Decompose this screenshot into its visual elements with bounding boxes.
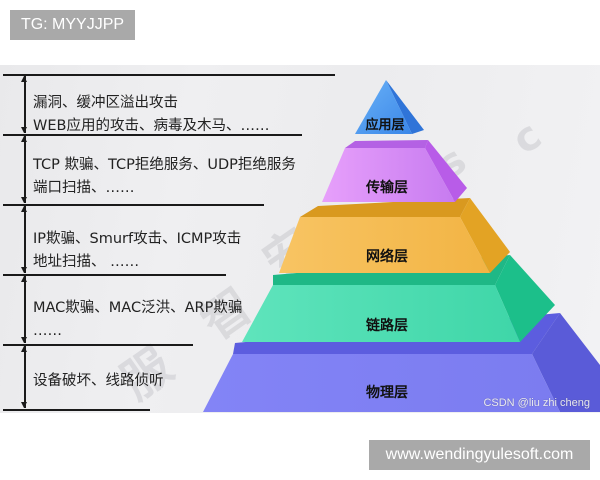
divider-line — [3, 344, 193, 346]
threat-line: 地址扫描、 …… — [33, 254, 140, 270]
double-arrow-icon — [21, 136, 27, 203]
divider-line — [3, 74, 335, 76]
layer-label-network: 网络层 — [366, 249, 408, 265]
threat-line: MAC欺骗、MAC泛洪、ARP欺骗 — [33, 300, 243, 316]
layer-application — [355, 80, 424, 134]
layer-network — [279, 198, 510, 273]
threat-line: 端口扫描、…… — [33, 180, 135, 196]
layer-transport — [322, 140, 467, 202]
tg-tag-overlay: TG: MYYJJPP — [10, 10, 135, 40]
layer-label-link: 链路层 — [366, 318, 408, 334]
layer-label-application: 应用层 — [365, 118, 405, 133]
double-arrow-icon — [21, 346, 27, 408]
divider-line — [3, 134, 302, 136]
divider-line — [3, 204, 264, 206]
website-tag-overlay: www.wendingyulesoft.com — [369, 440, 590, 470]
threats-link-layer: MAC欺骗、MAC泛洪、ARP欺骗 …… — [33, 297, 242, 343]
csdn-credit-watermark: CSDN @liu zhi cheng — [483, 397, 590, 409]
divider-line — [3, 409, 150, 411]
layer-label-transport: 传输层 — [366, 180, 408, 196]
osi-security-pyramid-figure: 智 安 服 s c 漏洞、缓冲区溢出攻击 WEB应用的攻击、病毒及木马、…… T… — [0, 65, 600, 413]
layer-label-physical: 物理层 — [366, 385, 408, 401]
divider-line — [3, 274, 226, 276]
threats-network-layer: IP欺骗、Smurf攻击、ICMP攻击 地址扫描、 …… — [33, 228, 241, 274]
threat-line: 设备破坏、线路侦听 — [33, 373, 164, 389]
threat-line: 漏洞、缓冲区溢出攻击 — [33, 95, 178, 111]
threats-application-layer: 漏洞、缓冲区溢出攻击 WEB应用的攻击、病毒及木马、…… — [33, 92, 269, 138]
double-arrow-icon — [21, 276, 27, 343]
threat-line: TCP 欺骗、TCP拒绝服务、UDP拒绝服务 — [33, 157, 296, 173]
double-arrow-icon — [21, 76, 27, 133]
layer-physical — [203, 313, 600, 412]
pyramid-graphic — [203, 80, 600, 412]
threat-line: IP欺骗、Smurf攻击、ICMP攻击 — [33, 231, 242, 247]
double-arrow-icon — [21, 206, 27, 273]
threat-line: WEB应用的攻击、病毒及木马、…… — [33, 118, 270, 134]
threats-physical-layer: 设备破坏、线路侦听 — [33, 370, 164, 393]
threats-transport-layer: TCP 欺骗、TCP拒绝服务、UDP拒绝服务 端口扫描、…… — [33, 154, 296, 200]
threat-line: …… — [33, 323, 62, 339]
